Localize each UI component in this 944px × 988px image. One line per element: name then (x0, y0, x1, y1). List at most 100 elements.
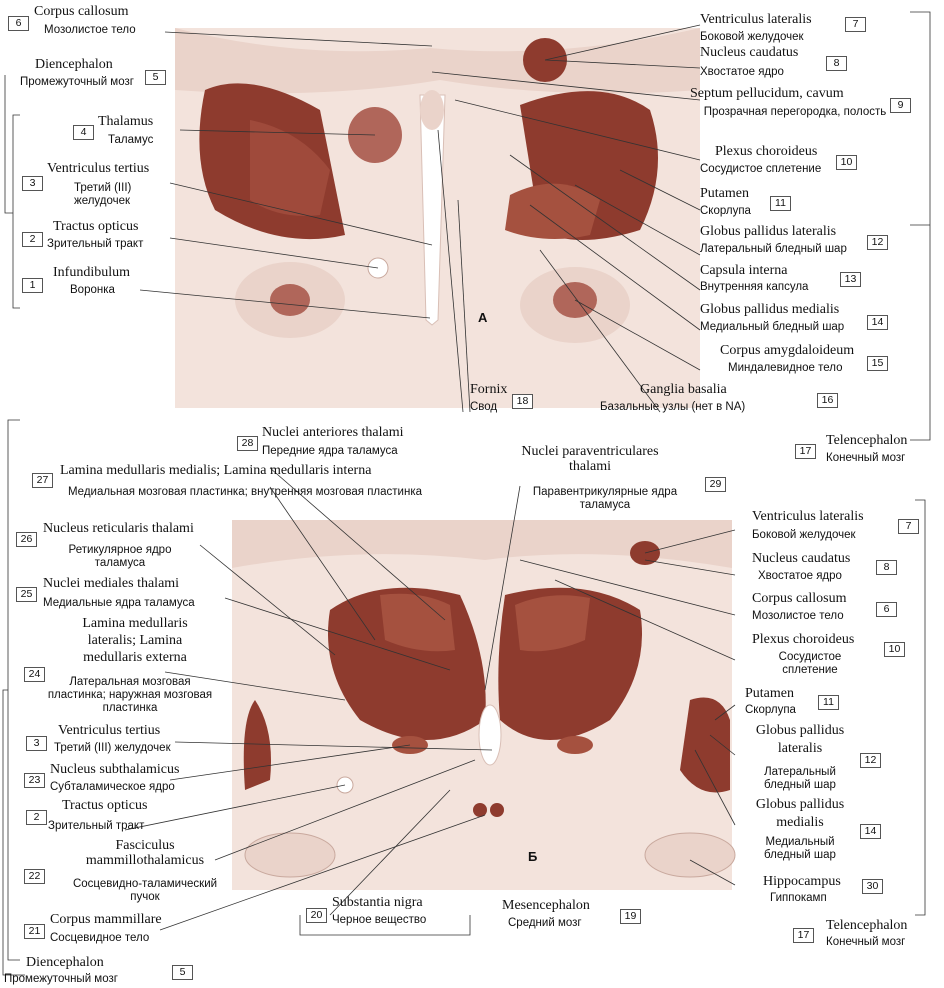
label-russian: Зрительный тракт (47, 238, 143, 251)
label-latin: Nuclei mediales thalami (43, 576, 179, 591)
label-number: 11 (770, 196, 791, 211)
label-latin: Mesencephalon (502, 898, 590, 913)
panel-a-illustration (175, 28, 700, 408)
label-number: 3 (26, 736, 47, 751)
panel-b-letter: Б (528, 849, 537, 864)
label-latin: Infundibulum (53, 265, 130, 280)
label-latin: Lamina medullaris medialis; Lamina medul… (60, 463, 371, 478)
label-latin: Lamina medullaris lateralis; Lamina medu… (70, 615, 200, 666)
label-number: 27 (32, 473, 53, 488)
label-russian: Промежуточный мозг (20, 76, 140, 89)
label-number: 5 (172, 965, 193, 980)
label-russian: Черное вещество (332, 914, 426, 927)
label-number: 10 (836, 155, 857, 170)
label-latin: Nucleus subthalamicus (50, 762, 179, 777)
label-number: 16 (817, 393, 838, 408)
label-number: 15 (867, 356, 888, 371)
label-russian: Прозрачная перегородка, полость (700, 106, 890, 119)
label-latin: Hippocampus (763, 874, 841, 889)
label-latin: Corpus callosum (34, 4, 129, 19)
label-number: 26 (16, 532, 37, 547)
label-latin: Thalamus (98, 114, 153, 129)
label-russian: Зрительный тракт (48, 820, 144, 833)
panel-a-letter: А (478, 310, 487, 325)
label-number: 12 (860, 753, 881, 768)
label-latin: Plexus choroideus (715, 144, 817, 159)
label-latin: Nuclei paraventriculares thalami (500, 444, 680, 474)
label-latin: Globus pallidus medialis (700, 302, 839, 317)
label-russian: Медиальные ядра таламуса (43, 597, 195, 610)
label-latin: Nucleus caudatus (752, 551, 850, 566)
label-number: 2 (26, 810, 47, 825)
label-russian: Третий (III) желудочек (54, 742, 171, 755)
label-number: 30 (862, 879, 883, 894)
label-number: 14 (860, 824, 881, 839)
label-number: 14 (867, 315, 888, 330)
label-latin: Ventriculus tertius (58, 723, 160, 738)
label-russian: Базальные узлы (нет в NA) (600, 401, 745, 414)
label-latin: Corpus callosum (752, 591, 847, 606)
label-latin: Ventriculus tertius (47, 161, 149, 176)
label-number: 23 (24, 773, 45, 788)
label-number: 12 (867, 235, 888, 250)
label-latin: Globus pallidus medialis (745, 796, 855, 832)
label-russian: Латеральная мозговая пластинка; наружная… (45, 676, 215, 715)
label-number: 4 (73, 125, 94, 140)
label-latin: Corpus amygdaloideum (720, 343, 854, 358)
label-number: 19 (620, 909, 641, 924)
label-number: 17 (793, 928, 814, 943)
label-russian: Скорлупа (745, 704, 796, 717)
label-number: 8 (826, 56, 847, 71)
label-russian: Воронка (70, 284, 115, 297)
label-number: 17 (795, 444, 816, 459)
label-latin: Septum pellucidum, cavum (690, 86, 844, 101)
label-russian: Хвостатое ядро (758, 570, 842, 583)
label-russian: Боковой желудочек (752, 529, 856, 542)
label-number: 6 (876, 602, 897, 617)
label-russian: Конечный мозг (826, 452, 905, 465)
label-russian: Латеральный бледный шар (745, 766, 855, 792)
label-russian: Сосудистое сплетение (750, 651, 870, 677)
label-russian: Ретикулярное ядро таламуса (50, 544, 190, 570)
label-number: 2 (22, 232, 43, 247)
label-russian: Сосцевидное тело (50, 932, 149, 945)
label-latin: Diencephalon (26, 955, 104, 970)
label-latin: Nuclei anteriores thalami (262, 425, 404, 440)
label-russian: Передние ядра таламуса (262, 445, 398, 458)
label-number: 24 (24, 667, 45, 682)
label-latin: Nucleus caudatus (700, 45, 798, 60)
label-russian: Мозолистое тело (44, 24, 136, 37)
label-latin: Putamen (700, 186, 749, 201)
label-russian: Медиальный бледный шар (745, 836, 855, 862)
label-number: 29 (705, 477, 726, 492)
label-russian: Гиппокамп (770, 892, 827, 905)
label-latin: Ventriculus lateralis (700, 12, 812, 27)
label-latin: Diencephalon (35, 57, 113, 72)
label-number: 1 (22, 278, 43, 293)
label-number: 10 (884, 642, 905, 657)
label-russian: Промежуточный мозг (4, 973, 118, 986)
label-russian: Сосцевидно-таламический пучок (70, 878, 220, 904)
label-number: 20 (306, 908, 327, 923)
label-number: 18 (512, 394, 533, 409)
label-russian: Боковой желудочек (700, 31, 804, 44)
label-latin: Globus pallidus lateralis (700, 224, 836, 239)
label-russian: Сосудистое сплетение (700, 163, 821, 176)
label-russian: Свод (470, 401, 497, 414)
label-russian: Таламус (108, 134, 153, 147)
label-number: 3 (22, 176, 43, 191)
label-latin: Ganglia basalia (640, 382, 727, 397)
label-number: 28 (237, 436, 258, 451)
label-number: 13 (840, 272, 861, 287)
label-latin: Tractus opticus (62, 798, 147, 813)
label-russian: Средний мозг (508, 917, 582, 930)
label-number: 6 (8, 16, 29, 31)
label-latin: Nucleus reticularis thalami (43, 521, 194, 536)
label-russian: Хвостатое ядро (700, 66, 784, 79)
label-number: 8 (876, 560, 897, 575)
label-latin: Putamen (745, 686, 794, 701)
label-latin: Fasciculus mammillothalamicus (70, 838, 220, 868)
label-number: 5 (145, 70, 166, 85)
label-latin: Fornix (470, 382, 507, 397)
